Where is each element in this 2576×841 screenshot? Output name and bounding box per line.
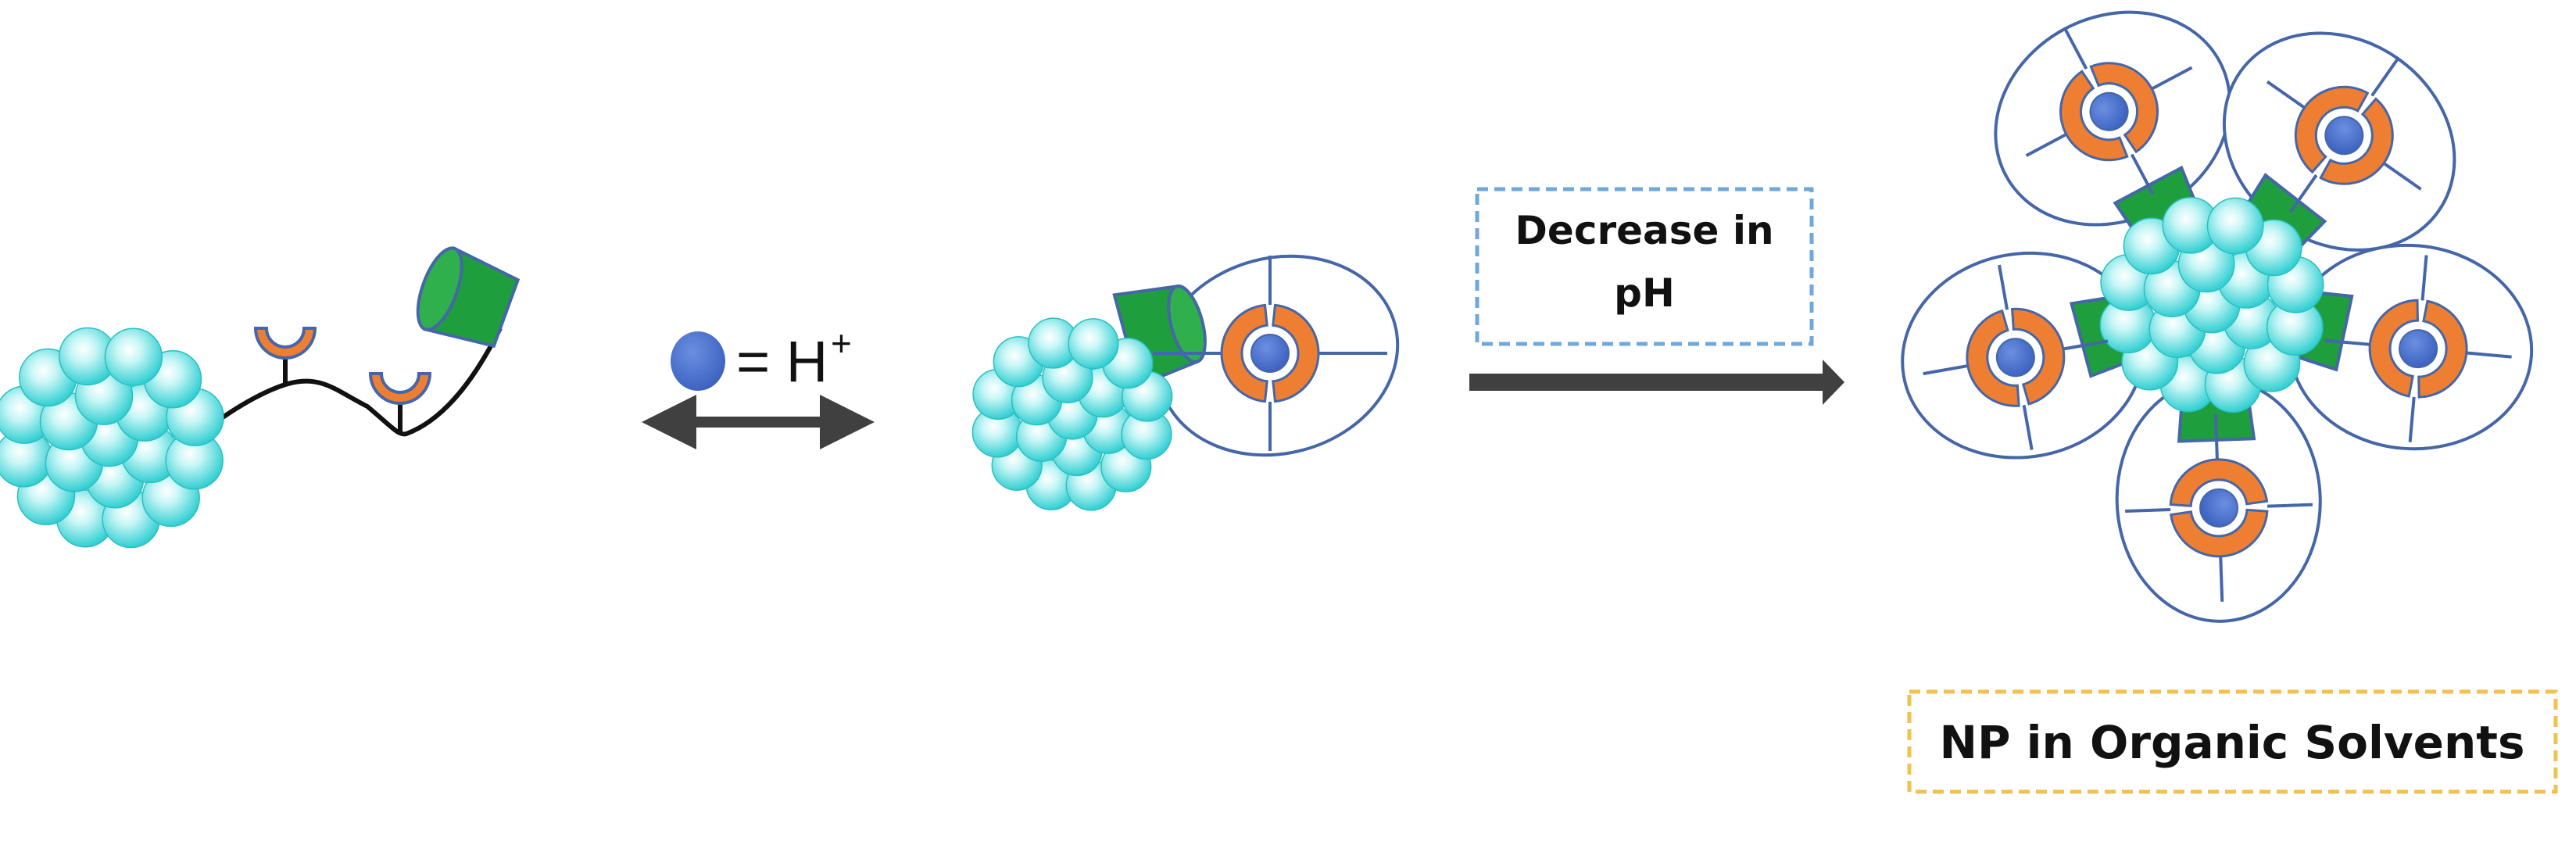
condition-line-2: pH [1614, 270, 1675, 316]
proton-icon [671, 331, 725, 391]
receptor-complex-icon [2025, 27, 2193, 195]
receptor-complex-icon [2324, 255, 2512, 442]
reaction-arrow [1469, 360, 1844, 405]
nanoparticle-icon [0, 327, 224, 549]
receptor-icon [368, 372, 432, 405]
assembled-complex-group [1901, 10, 2534, 623]
receptor-complex-icon [1153, 256, 1387, 451]
nanoparticle-icon [2099, 196, 2324, 413]
proton-equals-label: = H [736, 329, 828, 394]
proton-legend: = H + [642, 323, 875, 449]
receptor-complex-icon [2266, 57, 2422, 213]
receptor-complex-icon [1923, 264, 2109, 450]
bound-complex-group [971, 254, 1400, 511]
free-nanoparticle-group [0, 246, 521, 549]
proton-superscript: + [831, 323, 852, 363]
nanoparticle-icon [971, 317, 1173, 511]
receptor-icon [253, 327, 317, 360]
ligand-chain [194, 327, 503, 440]
result-box: NP in Organic Solvents [1907, 689, 2558, 794]
receptor-complex-icon [2125, 413, 2313, 602]
result-label: NP in Organic Solvents [1939, 716, 2524, 769]
host-icon [416, 246, 521, 349]
condition-line-1: Decrease in [1515, 208, 1773, 253]
condition-box: Decrease in pH [1475, 187, 1814, 346]
